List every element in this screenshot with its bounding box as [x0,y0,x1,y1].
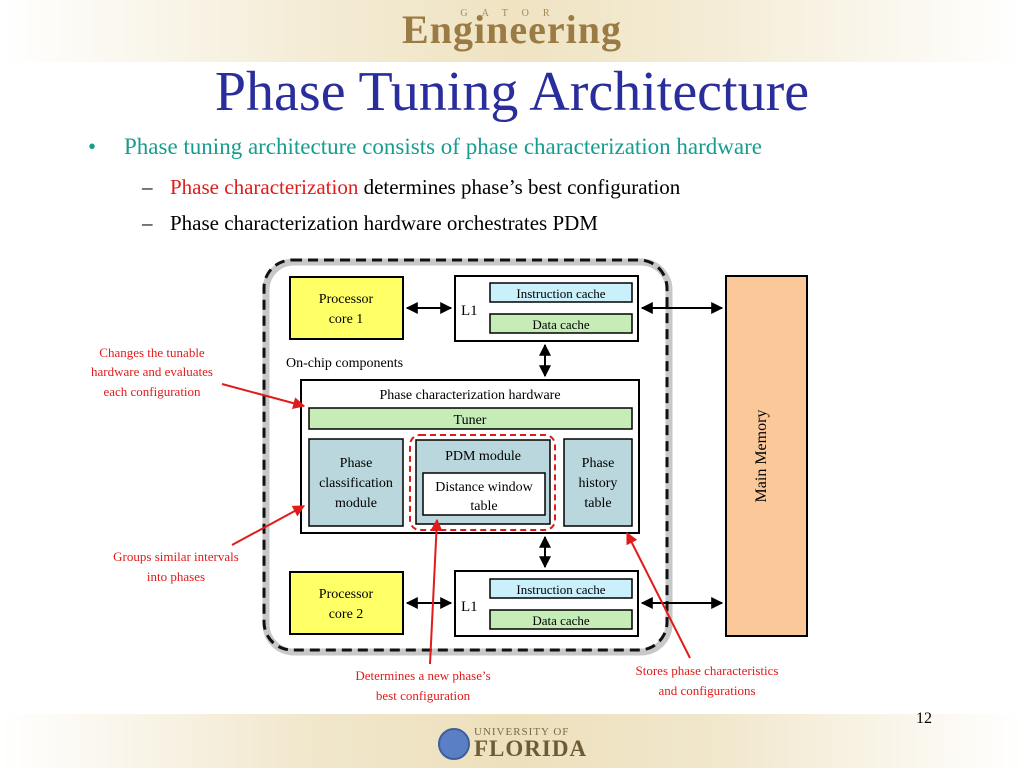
data-cache-2 [489,609,633,630]
phase-classification-module [308,438,404,527]
phase-history-label-3: table [584,496,611,511]
classification-annotation-2: into phases [147,569,205,584]
instruction-cache-2 [489,578,633,599]
bullet-icon: • [88,134,97,159]
history-annotation-2: and configurations [658,683,755,698]
instruction-cache-1 [489,282,633,303]
distance-window-label-2: table [470,499,497,514]
processor-core-2-label-1: Processor [319,587,374,602]
uf-logo: UNIVERSITY OF FLORIDA [438,724,588,764]
phase-history-label-2: history [579,476,618,491]
bullet-main-text: Phase tuning architecture consists of ph… [124,134,762,159]
data-cache-2-label: Data cache [532,613,590,628]
phase-classification-label-2: classification [319,476,393,491]
l1-label-2: L1 [461,599,478,615]
bullet-main: • Phase tuning architecture consists of p… [88,134,762,160]
history-annotation-1: Stores phase characteristics [636,663,779,678]
distance-window-label-1: Distance window [435,480,533,495]
pdm-module-label: PDM module [445,449,521,464]
uf-logo-university: UNIVERSITY OF [474,726,570,738]
classification-annotation-1: Groups similar intervals [113,549,239,564]
main-memory-label: Main Memory [753,410,770,503]
instruction-cache-2-label: Instruction cache [516,582,605,597]
sub-bullet-2-text: Phase characterization hardware orchestr… [170,211,598,235]
sub-bullet-1-highlight: Phase characterization [170,175,359,199]
pch-title: Phase characterization hardware [379,388,560,403]
history-annotation-arrow [626,531,691,659]
dash-icon: – [142,211,153,235]
uf-logo-florida: FLORIDA [474,736,588,761]
data-cache-1 [489,313,633,334]
processor-core-1-label-1: Processor [319,292,374,307]
slide-title: Phase Tuning Architecture [214,61,810,123]
on-chip-label: On-chip components [286,356,403,371]
sub-bullet-1: –Phase characterization determines phase… [142,175,680,200]
uf-seal-icon [438,728,470,760]
tuner-annotation-2: hardware and evaluates [91,364,213,379]
processor-core-1-label-2: core 1 [329,312,364,327]
processor-core-2 [289,571,404,635]
gator-logo-text: GATOR [460,8,564,19]
phase-history-table [563,438,633,527]
pdm-annotation-arrow [429,518,443,665]
footer-banner [0,714,1024,768]
header-banner [0,0,1024,62]
pdm-annotation-1: Determines a new phase’s [355,668,490,683]
instruction-cache-1-label: Instruction cache [516,286,605,301]
phase-history-label-1: Phase [582,456,615,471]
phase-classification-label-3: module [335,496,377,511]
classification-annotation-arrow [231,505,306,546]
sub-bullet-2: –Phase characterization hardware orchest… [142,211,598,236]
tuner [308,407,633,430]
dash-icon: – [142,175,153,199]
distance-window-table [422,472,546,516]
engineering-logo: Engineering [402,7,622,52]
phase-classification-label-1: Phase [340,456,373,471]
pdm-highlight [409,434,556,531]
l1-label-1: L1 [461,303,478,319]
processor-core-1 [289,276,404,340]
slide-number: 12 [916,710,932,727]
sub-bullet-1-text: determines phase’s best configuration [358,175,681,199]
data-cache-1-label: Data cache [532,317,590,332]
tuner-label: Tuner [454,413,487,428]
tuner-annotation-1: Changes the tunable [99,345,205,360]
pdm-annotation-2: best configuration [376,688,471,703]
on-chip-shadow [262,258,673,656]
main-memory [725,275,808,637]
tuner-annotation-arrow [221,383,306,409]
processor-core-2-label-2: core 2 [329,607,364,622]
tuner-annotation-3: each configuration [103,384,201,399]
